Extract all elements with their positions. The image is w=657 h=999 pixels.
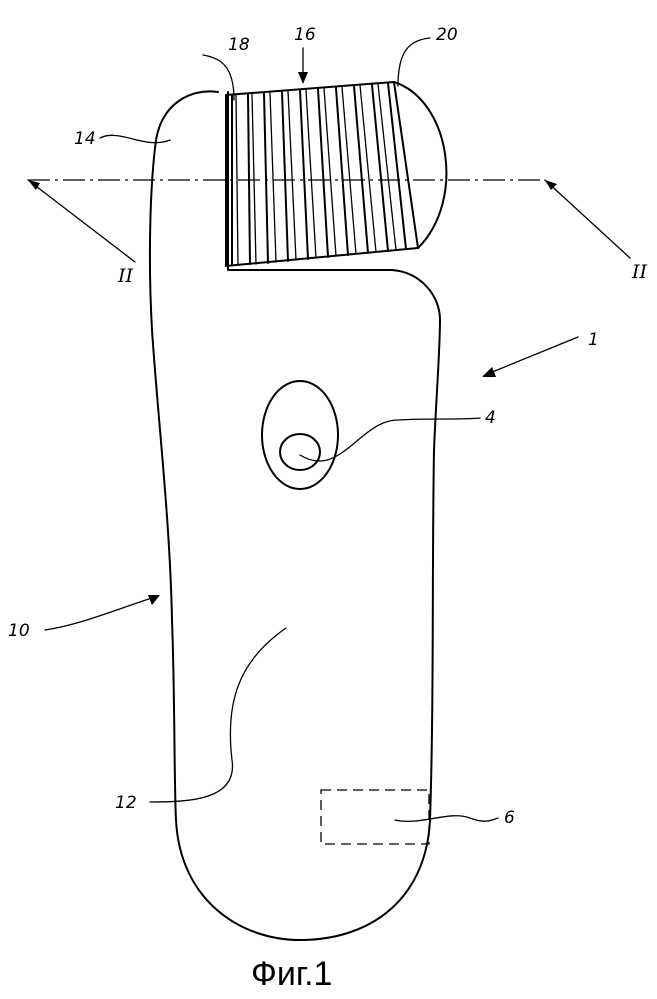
leader-10 (45, 596, 158, 630)
label-section-left: II (117, 265, 134, 287)
label-16: 16 (294, 25, 316, 45)
section-arrow-left-line (28, 180, 135, 262)
leader-12 (150, 628, 286, 802)
roller-ribs (232, 83, 406, 265)
button-inner (280, 434, 320, 470)
leader-4 (300, 418, 480, 461)
label-18: 18 (228, 35, 250, 55)
leader-1 (485, 337, 578, 375)
housing-outline (150, 91, 440, 940)
label-6: 6 (504, 808, 515, 828)
roller-cap (394, 82, 446, 248)
component-6-box (321, 790, 429, 844)
label-10: 10 (8, 621, 30, 641)
leader-16-arrow (298, 72, 308, 84)
leader-10-arrow (148, 595, 160, 605)
label-12: 12 (115, 793, 137, 813)
figure-caption: Фиг.1 (251, 955, 332, 993)
leader-18 (203, 55, 234, 100)
leader-14 (100, 135, 170, 142)
label-14: 14 (74, 129, 96, 149)
label-4: 4 (485, 408, 496, 428)
leader-6 (395, 816, 498, 822)
label-1: 1 (588, 330, 599, 350)
section-arrow-right-line (545, 180, 630, 258)
label-section-right: II (631, 261, 648, 283)
leader-1-arrow (482, 367, 496, 377)
label-20: 20 (436, 25, 458, 45)
leader-20 (398, 38, 430, 86)
